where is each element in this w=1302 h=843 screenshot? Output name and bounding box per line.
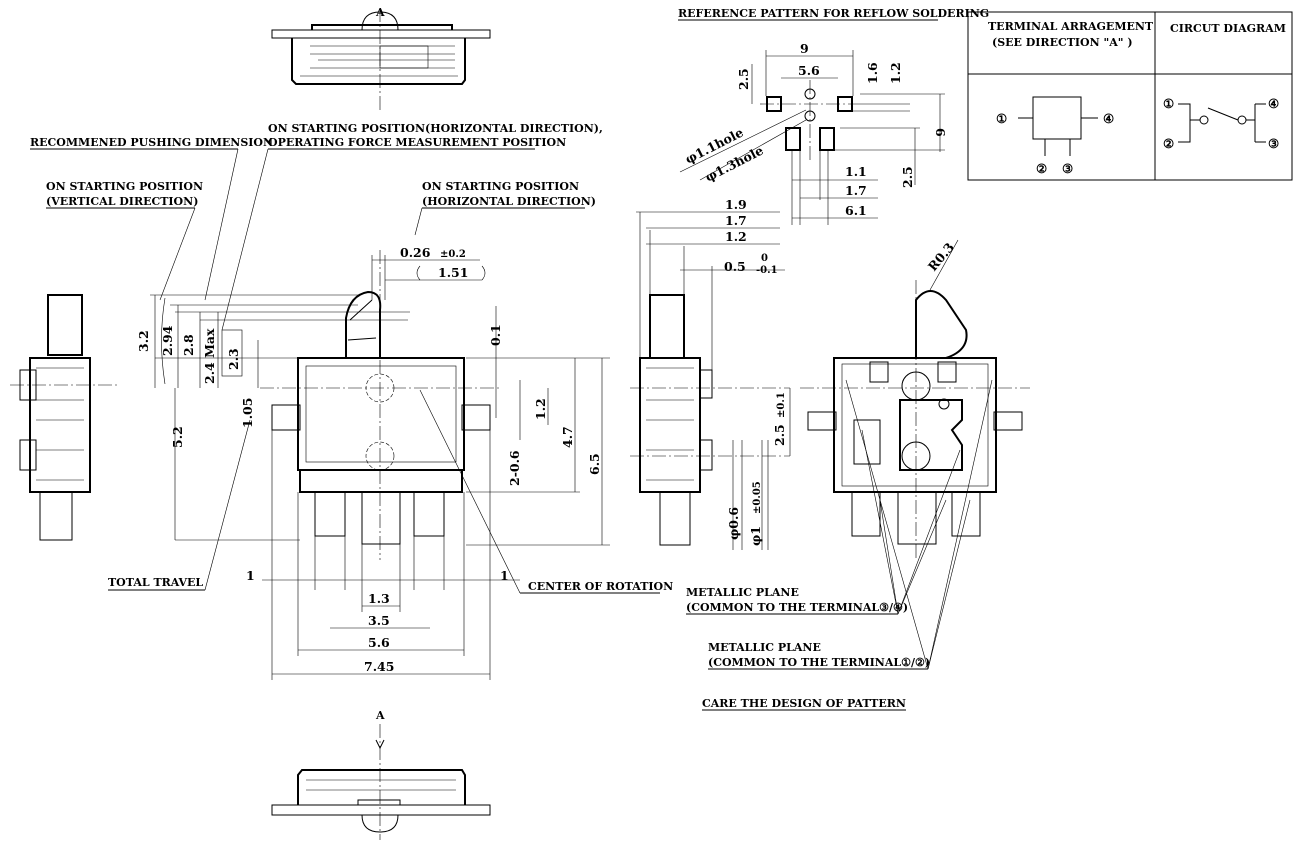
dim-2-0-6: 2-0.6 bbox=[507, 450, 522, 486]
view-a-label-top: A bbox=[375, 6, 385, 19]
direction-a-view: A bbox=[271, 709, 491, 840]
metallic-12-label-1: METALLIC PLANE bbox=[708, 641, 821, 654]
dim-1-05: 1.05 bbox=[240, 398, 255, 428]
dim-0-5-tol-upper: 0 bbox=[761, 253, 768, 264]
term-4-label: ④ bbox=[1103, 111, 1114, 126]
front-view: 0.26 ±0.2 1.51 3.2 2.94 2.8 2.4 Max 2.3 … bbox=[136, 245, 610, 680]
dim-6-5: 6.5 bbox=[587, 453, 602, 475]
start-vertical-label-2: (VERTICAL DIRECTION) bbox=[46, 195, 198, 208]
circuit-term-3: ③ bbox=[1268, 136, 1279, 151]
dim-1-right: 1 bbox=[500, 568, 509, 583]
dim-phi-1-tol: ±0.05 bbox=[752, 481, 763, 514]
circuit-term-4: ④ bbox=[1268, 96, 1279, 111]
start-vertical-label-1: ON STARTING POSITION bbox=[46, 180, 203, 193]
dim-1-2-side: 1.2 bbox=[725, 229, 747, 244]
dim-1-1: 1.1 bbox=[845, 164, 867, 179]
circuit-term-1: ① bbox=[1163, 96, 1174, 111]
dim-2-4-max: 2.4 Max bbox=[202, 328, 217, 384]
view-a-label-bottom: A bbox=[375, 709, 385, 722]
dim-1-7-pad: 1.7 bbox=[845, 183, 867, 198]
dim-phi-0-6: φ0.6 bbox=[726, 507, 741, 540]
terminal-arrangement-title: TERMINAL ARRAGEMENT bbox=[988, 20, 1154, 33]
care-design-label: CARE THE DESIGN OF PATTERN bbox=[702, 697, 906, 710]
dim-1-left: 1 bbox=[246, 568, 255, 583]
metallic-34-label-2: (COMMON TO THE TERMINAL③/④) bbox=[686, 601, 908, 614]
dim-5-6-top: 5.6 bbox=[798, 63, 820, 78]
metallic-12-label-2: (COMMON TO THE TERMINAL①/②) bbox=[708, 656, 930, 669]
dim-2-5-top: 2.5 bbox=[736, 68, 751, 90]
dim-0-26: 0.26 bbox=[400, 245, 431, 260]
dim-phi-1: φ1 bbox=[748, 526, 763, 546]
metallic-callouts: METALLIC PLANE (COMMON TO THE TERMINAL③/… bbox=[686, 379, 993, 711]
dim-0-1: 0.1 bbox=[488, 324, 503, 346]
dim-1-3: 1.3 bbox=[368, 591, 390, 606]
dim-2-3: 2.3 bbox=[226, 348, 241, 370]
dim-0-5: 0.5 bbox=[724, 259, 746, 274]
dim-1-6: 1.6 bbox=[865, 62, 880, 84]
dim-1-51: 1.51 bbox=[438, 265, 468, 280]
circuit-diagram-title: CIRCUT DIAGRAM bbox=[1170, 22, 1286, 35]
reference-pattern-title: REFERENCE PATTERN FOR REFLOW SOLDERING bbox=[678, 7, 989, 20]
center-of-rotation-label: CENTER OF ROTATION bbox=[528, 580, 673, 593]
recommended-pushing-label: RECOMMENED PUSHING DIMENSION bbox=[30, 136, 273, 149]
dim-0-5-tol-lower: -0.1 bbox=[756, 265, 778, 276]
dim-1-9: 1.9 bbox=[725, 197, 747, 212]
dim-9: 9 bbox=[800, 41, 809, 56]
term-2-label: ② bbox=[1036, 161, 1047, 176]
front-callouts: RECOMMENED PUSHING DIMENSION ON STARTING… bbox=[30, 122, 673, 594]
top-view bbox=[271, 8, 491, 110]
dim-5-2: 5.2 bbox=[170, 426, 185, 448]
dim-7-45: 7.45 bbox=[364, 659, 394, 674]
dim-5-6: 5.6 bbox=[368, 635, 390, 650]
side-view: 1.9 1.7 1.2 0.5 0 -0.1 2.5 ±0.1 φ0.6 φ1 … bbox=[630, 197, 791, 550]
dim-3-5: 3.5 bbox=[368, 613, 390, 628]
dim-2-5-tol: 2.5 bbox=[772, 424, 787, 446]
dim-6: 6 bbox=[933, 128, 948, 137]
dim-r0-3: R0.3 bbox=[925, 240, 957, 274]
term-1-label: ① bbox=[996, 111, 1007, 126]
terminal-table: TERMINAL ARRAGEMENT (SEE DIRECTION "A" )… bbox=[967, 11, 1293, 181]
dim-2-5-side: 2.5 bbox=[900, 166, 915, 188]
reference-pattern: REFERENCE PATTERN FOR REFLOW SOLDERING 9… bbox=[678, 7, 989, 225]
dim-4-7: 4.7 bbox=[560, 426, 575, 448]
total-travel-label: TOTAL TRAVEL bbox=[108, 576, 203, 589]
bottom-view: R0.3 bbox=[800, 240, 1030, 560]
start-horizontal-label-2: (HORIZONTAL DIRECTION) bbox=[422, 195, 596, 208]
dim-0-26-tol: ±0.2 bbox=[440, 249, 466, 260]
dim-2-5-tol-val: ±0.1 bbox=[776, 392, 787, 418]
dim-1-7: 1.7 bbox=[725, 213, 747, 228]
start-horiz-force-label-1: ON STARTING POSITION(HORIZONTAL DIRECTIO… bbox=[268, 122, 603, 135]
dim-2-8: 2.8 bbox=[181, 334, 196, 356]
term-3-label: ③ bbox=[1062, 161, 1073, 176]
start-horizontal-label-1: ON STARTING POSITION bbox=[422, 180, 579, 193]
left-side-view bbox=[10, 294, 120, 541]
dim-1-2-front: 1.2 bbox=[533, 398, 548, 420]
metallic-34-label-1: METALLIC PLANE bbox=[686, 586, 799, 599]
circuit-term-2: ② bbox=[1163, 136, 1174, 151]
dim-3-2: 3.2 bbox=[136, 330, 151, 352]
dim-2-94: 2.94 bbox=[160, 325, 175, 356]
dim-6-1: 6.1 bbox=[845, 203, 867, 218]
dim-1-2-top: 1.2 bbox=[888, 62, 903, 84]
terminal-arrangement-subtitle: (SEE DIRECTION "A" ) bbox=[992, 36, 1133, 49]
start-horiz-force-label-2: OPERATING FORCE MEASUREMENT POSITION bbox=[268, 136, 566, 149]
